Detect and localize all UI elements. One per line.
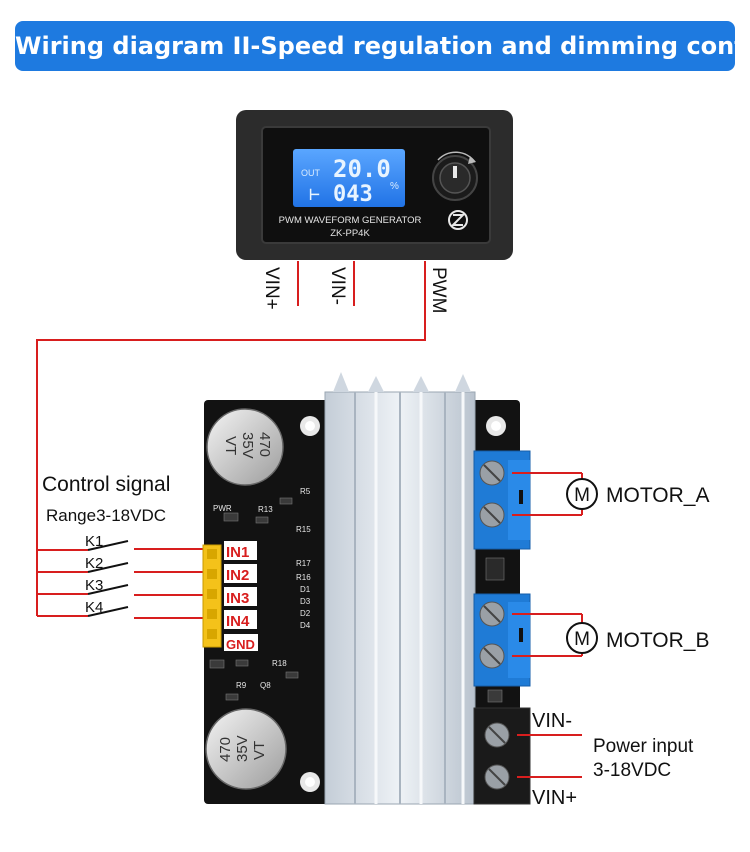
lcd-unit: %: [390, 181, 399, 192]
lcd-value-top: 20.0: [333, 155, 391, 183]
switch-label-k1: K1: [85, 533, 103, 550]
lcd-display: [293, 149, 405, 207]
silk-d2: D2: [300, 609, 311, 618]
silk-r13: R13: [258, 505, 273, 514]
cap-top-value: 470: [256, 432, 273, 457]
pwm-generator-module: OUT 20.0 ⊢ 043 % PWM WAVEFORM GENERATOR …: [236, 110, 513, 260]
page-title: Wiring diagram II-Speed regulation and d…: [15, 32, 750, 60]
silk-d3: D3: [300, 597, 311, 606]
capacitor-top: 470 35V VT: [206, 408, 284, 486]
pin-label-vin-minus: VIN-: [327, 267, 348, 305]
lcd-out-label: OUT: [301, 168, 321, 178]
cap-top-series: VT: [222, 436, 239, 455]
input-label-gnd: GND: [226, 637, 255, 652]
cap-bottom-value: 470: [217, 737, 234, 762]
motor-b-symbol-text: M: [574, 629, 590, 650]
power-range-label: 3-18VDC: [593, 760, 671, 781]
silk-d1: D1: [300, 585, 311, 594]
silk-d4: D4: [300, 621, 311, 630]
power-vin-minus-label: VIN-: [532, 710, 572, 732]
pin-label-pwm: PWM: [428, 267, 449, 313]
motor-a-symbol: M: [566, 478, 598, 510]
brand-logo: [448, 210, 468, 230]
pin-label-vin-plus: VIN+: [261, 267, 282, 310]
silk-r5: R5: [300, 487, 311, 496]
lcd-value-bottom: 043: [333, 182, 373, 207]
motor-b-label: MOTOR_B: [606, 629, 709, 652]
heatsink: [324, 372, 476, 805]
input-label-in3: IN3: [226, 590, 249, 607]
control-signal-title: Control signal: [42, 473, 170, 496]
capacitor-bottom: 470 35V VT: [205, 708, 287, 790]
driver-board: PWR R13 R5 R15 R17 R16 D1 D3 D2 D4 R18 R…: [202, 372, 531, 805]
silk-r15: R15: [296, 525, 311, 534]
power-terminal: [473, 707, 531, 805]
title-banner: Wiring diagram II-Speed regulation and d…: [15, 21, 750, 71]
motor-a-symbol-text: M: [574, 485, 590, 506]
lcd-prefix-bottom: ⊢: [309, 184, 320, 205]
silk-q8: Q8: [260, 681, 271, 690]
cap-bottom-series: VT: [251, 741, 268, 760]
motor-a-terminal: [473, 450, 531, 550]
power-input-label: Power input: [593, 736, 694, 757]
control-signal-range: Range3-18VDC: [46, 506, 166, 525]
motor-b-symbol: M: [566, 622, 598, 654]
cap-top-voltage: 35V: [239, 432, 256, 459]
switch-levers: [87, 540, 129, 617]
input-label-in4: IN4: [226, 613, 250, 630]
motor-b-terminal: [473, 593, 531, 687]
silk-r9: R9: [236, 681, 247, 690]
silk-r18: R18: [272, 659, 287, 668]
silk-r16: R16: [296, 573, 311, 582]
generator-label: PWM WAVEFORM GENERATOR: [279, 215, 422, 226]
silk-r17: R17: [296, 559, 311, 568]
input-header: [202, 544, 222, 648]
generator-model: ZK-PP4K: [330, 228, 370, 239]
switch-wires: [37, 548, 214, 619]
switch-label-k2: K2: [85, 555, 103, 572]
input-label-in1: IN1: [226, 544, 249, 561]
cap-bottom-voltage: 35V: [234, 735, 251, 762]
switch-label-k3: K3: [85, 577, 103, 594]
rotary-knob: [432, 151, 478, 201]
silk-pwr: PWR: [213, 504, 232, 513]
input-label-in2: IN2: [226, 567, 249, 584]
generator-wires: [36, 261, 426, 616]
motor-a-label: MOTOR_A: [606, 484, 709, 507]
switch-label-k4: K4: [85, 599, 103, 616]
power-vin-plus-label: VIN+: [532, 787, 577, 809]
